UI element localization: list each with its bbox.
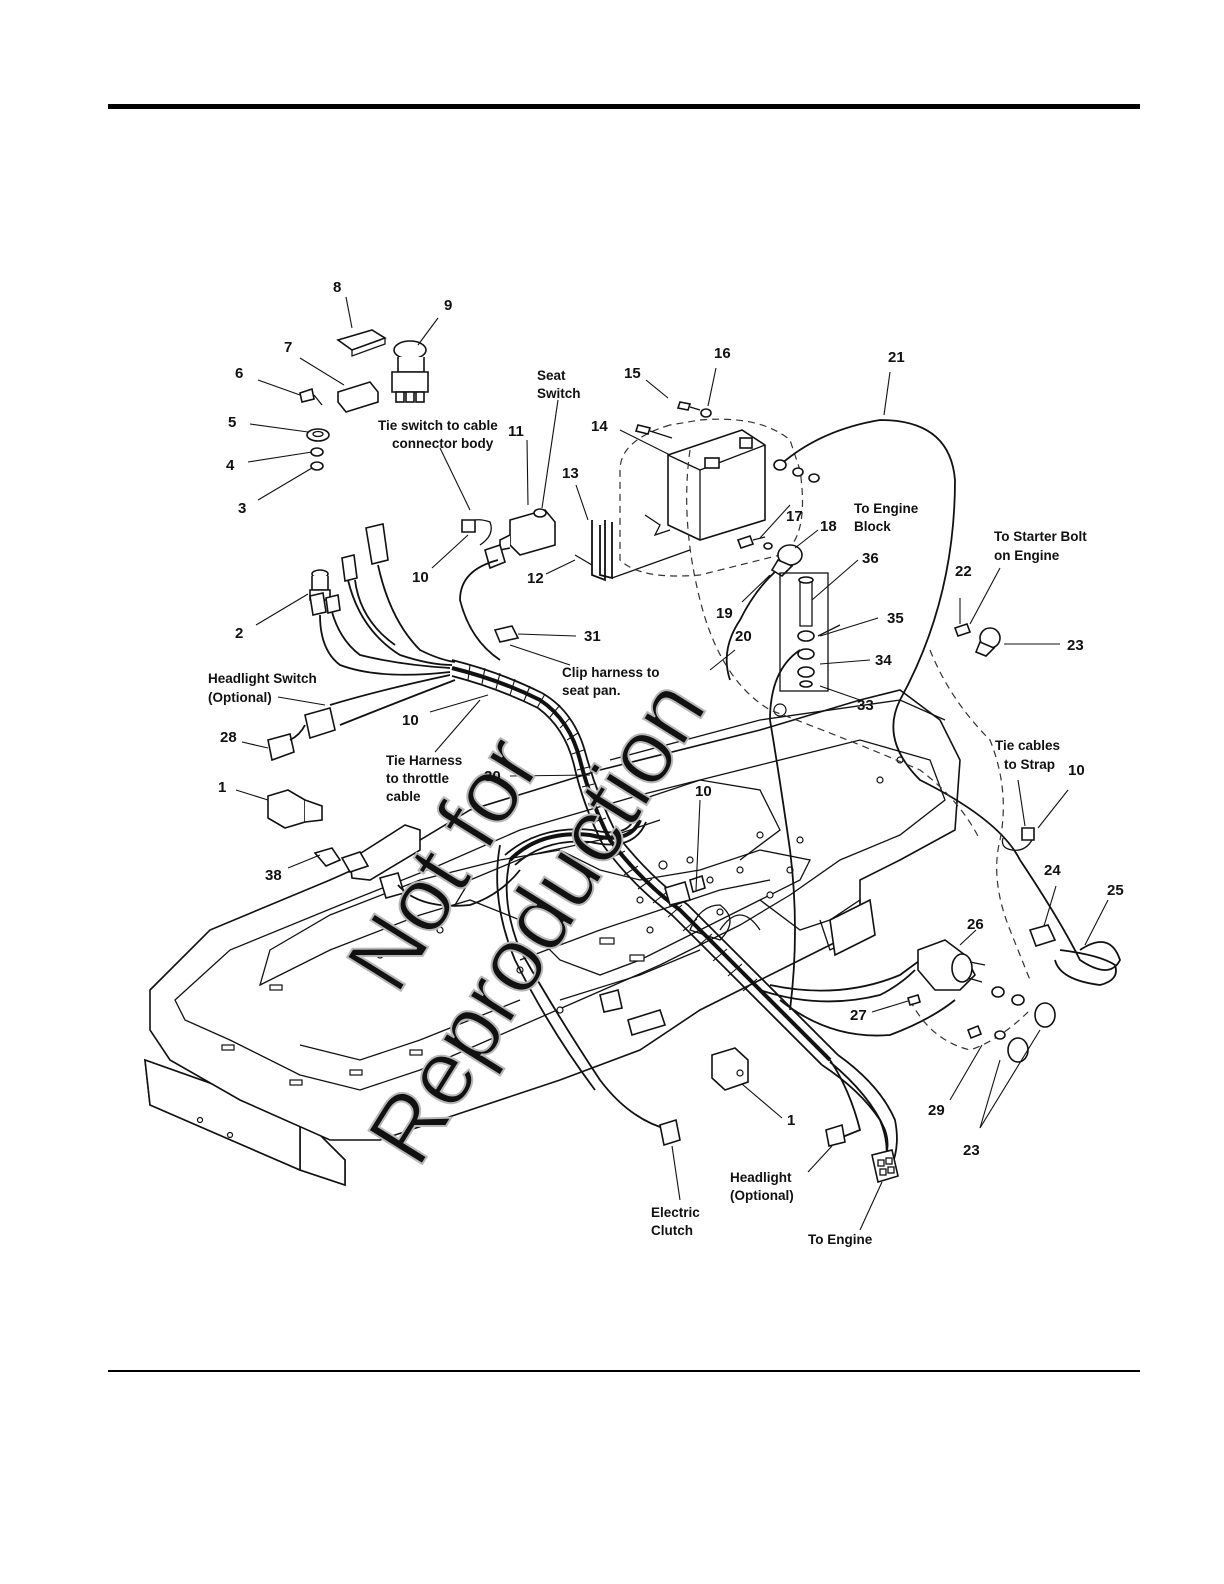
chassis-frame [144,689,961,1187]
callout-12: 12 [527,570,544,587]
callout-8: 8 [333,279,341,296]
note-tie-cables-line1: Tie cables [995,738,1060,753]
callout-10: 10 [402,712,419,729]
callout-6: 6 [235,365,243,382]
note-seat-switch-line2: Switch [537,386,581,401]
note-engine-block-line1: To Engine [854,501,919,516]
callout-17: 17 [786,508,803,525]
wiring-harness [289,419,1121,1169]
callout-23: 23 [963,1142,980,1159]
note-seat-switch-line1: Seat [537,368,566,383]
callout-10: 10 [695,783,712,800]
battery-assembly [574,418,803,582]
annotations: Seat Switch Tie switch to cable connecto… [208,368,1087,1247]
note-headlight-line1: Headlight [730,1170,792,1185]
callout-25: 25 [1107,882,1124,899]
callout-13: 13 [562,465,579,482]
note-clip-harness-line2: seat pan. [562,683,621,698]
callout-5: 5 [228,414,236,431]
callout-3: 3 [238,500,246,517]
callout-7: 7 [284,339,292,356]
callout-10: 10 [412,569,429,586]
callout-19: 19 [716,605,733,622]
note-clip-harness-line1: Clip harness to [562,665,660,680]
callout-20: 20 [735,628,752,645]
callout-24: 24 [1044,862,1061,879]
callout-18: 18 [820,518,837,535]
top-rule [108,104,1140,109]
callout-35: 35 [887,610,904,627]
note-headlight-switch-line2: (Optional) [208,690,272,705]
lower-parts [599,874,899,1184]
callout-38: 38 [265,867,282,884]
callout-23: 23 [1067,637,1084,654]
callout-36: 36 [862,550,879,567]
right-side-parts [634,401,1057,1063]
note-tie-harness-line1: Tie Harness [386,753,462,768]
callout-21: 21 [888,349,905,366]
note-tie-switch-line2: connector body [392,436,494,451]
callout-33: 33 [857,697,874,714]
callout-34: 34 [875,652,892,669]
callout-1: 1 [218,779,226,796]
callout-31: 31 [584,628,601,645]
note-starter-bolt-line1: To Starter Bolt [994,529,1087,544]
bottom-rule [108,1370,1140,1372]
callout-22: 22 [955,563,972,580]
leader-lines [235,296,1109,1231]
note-headlight-line2: (Optional) [730,1188,794,1203]
callout-1: 1 [787,1112,795,1129]
note-electric-clutch-line1: Electric [651,1205,700,1220]
callout-29: 29 [928,1102,945,1119]
note-engine-block-line2: Block [854,519,891,534]
callout-numbers: 8 9 7 6 5 4 3 2 28 1 38 10 11 13 12 10 3… [218,279,1124,1159]
note-headlight-switch-line1: Headlight Switch [208,671,317,686]
note-tie-harness-line3: cable [386,789,421,804]
callout-11: 11 [508,423,524,440]
callout-27: 27 [850,1007,867,1024]
note-tie-cables-line2: to Strap [1004,757,1055,772]
callout-9: 9 [444,297,452,314]
callout-4: 4 [226,457,235,474]
note-electric-clutch-line2: Clutch [651,1223,693,1238]
callout-2: 2 [235,625,243,642]
callout-14: 14 [591,418,608,435]
callout-16: 16 [714,345,731,362]
callout-26: 26 [967,916,984,933]
callout-15: 15 [624,365,641,382]
note-tie-harness-line2: to throttle [386,771,449,786]
note-starter-bolt-line2: on Engine [994,548,1060,563]
note-tie-switch-line1: Tie switch to cable [378,418,498,433]
callout-10: 10 [1068,762,1085,779]
callout-28: 28 [220,729,237,746]
callout-30: 30 [484,768,501,785]
key-switch-parts [267,329,429,899]
note-to-engine: To Engine [808,1232,873,1247]
